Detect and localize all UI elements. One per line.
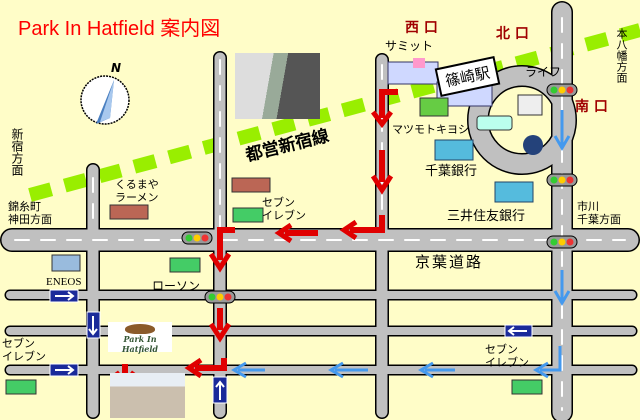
road-label-keiyo: 京葉道路 — [415, 253, 484, 271]
direction-kinshicho: 錦糸町 神田方面 — [8, 200, 52, 226]
exit-south: 南 口 — [575, 99, 608, 115]
label-eneos: ENEOS — [46, 276, 82, 288]
one-way-signs — [49, 289, 533, 404]
logo-text: Park In Hatfield — [122, 334, 158, 354]
exit-north: 北 口 — [496, 26, 529, 42]
exit-west: 西 口 — [405, 20, 438, 36]
compass-icon — [80, 75, 130, 125]
shop-icons — [5, 177, 543, 395]
park-in-hatfield-logo: Park In Hatfield — [108, 322, 172, 354]
label-matsumoto: マツモトキヨシ — [392, 123, 469, 136]
station-platform-photo — [235, 53, 320, 119]
label-kurumaya: くるまや ラーメン — [115, 178, 159, 204]
label-mitsui-bank: 三井住友銀行 — [447, 209, 526, 224]
page-title: Park In Hatfield 案内図 — [18, 18, 221, 40]
hat-icon — [125, 324, 155, 334]
label-seven-eleven-3: セブン イレブン — [485, 343, 529, 369]
route-blue-arrows — [231, 110, 571, 379]
station-buildings — [387, 58, 543, 203]
label-seven-eleven-1: セブン イレブン — [262, 196, 306, 222]
label-seven-eleven-2: セブン イレブン — [2, 337, 46, 363]
direction-ichikawa: 市川 千葉方面 — [577, 200, 621, 226]
label-chiba-bank: 千葉銀行 — [425, 164, 478, 179]
direction-shinjuku: 新宿方面 — [10, 128, 24, 176]
direction-motoyawata: 本八幡方面 — [615, 28, 628, 83]
traffic-lights — [181, 83, 578, 304]
label-summit: サミット — [385, 39, 434, 53]
route-red-arrows — [114, 89, 398, 389]
label-lawson: ローソン — [152, 279, 201, 293]
compass-north-label: N — [111, 61, 122, 75]
building-photo — [110, 373, 185, 418]
label-life: ライフ — [525, 65, 562, 79]
